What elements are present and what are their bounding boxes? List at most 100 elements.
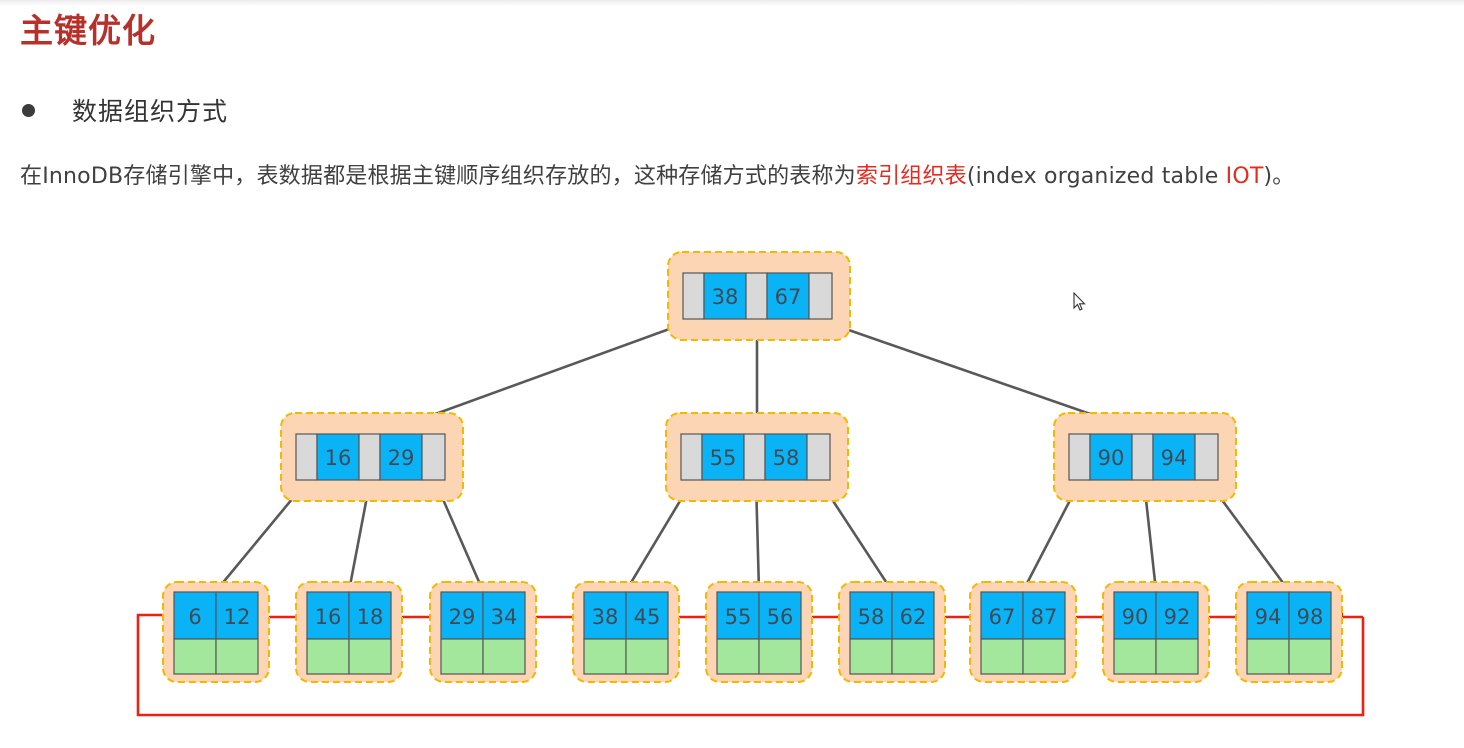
key-label: 87 (1031, 605, 1058, 629)
key-cell (758, 591, 802, 640)
row-data-cell (306, 638, 350, 675)
key-cell (1089, 433, 1133, 481)
row-data-cell (1288, 638, 1332, 675)
pointer-cell (743, 433, 766, 481)
key-label: 98 (1297, 605, 1324, 629)
row-data-cell (1246, 638, 1290, 675)
key-label: 55 (725, 605, 752, 629)
pointer-cell (808, 272, 833, 320)
leaf-node: 67 87 (969, 581, 1077, 683)
pointer-cell (1131, 433, 1154, 481)
description-highlight: 索引组织表 (855, 164, 967, 189)
pointer-cell (806, 433, 831, 481)
key-label: 6 (188, 605, 201, 629)
leaf-node: 38 45 (572, 581, 680, 683)
row-data-cell (440, 638, 484, 675)
bullet-item: 数据组织方式 (22, 92, 228, 128)
description: 在InnoDB存储引擎中，表数据都是根据主键顺序组织存放的，这种存储方式的表称为… (20, 158, 1294, 190)
bullet-text: 数据组织方式 (72, 97, 229, 126)
leaf-node: 6 12 (162, 581, 270, 683)
row-data-cell (849, 638, 893, 675)
row-data-cell (625, 638, 669, 675)
pointer-cell (745, 272, 768, 320)
row-data-cell (1155, 638, 1199, 675)
key-label: 56 (767, 605, 794, 629)
leaf-node: 55 56 (705, 581, 813, 683)
leaf-node: 58 62 (838, 581, 946, 683)
description-middle: (index organized table (966, 164, 1226, 189)
mouse-pointer-icon (1073, 292, 1086, 311)
row-data-cell (758, 638, 802, 675)
key-label: 58 (773, 446, 800, 470)
key-label: 45 (634, 605, 661, 629)
key-label: 67 (989, 605, 1016, 629)
key-label: 29 (449, 605, 476, 629)
row-data-cell (173, 638, 217, 675)
description-prefix: 在InnoDB存储引擎中，表数据都是根据主键顺序组织存放的，这种存储方式的表称为 (20, 164, 856, 189)
key-cell (1022, 591, 1066, 640)
key-cell (701, 433, 745, 481)
row-data-cell (1022, 638, 1066, 675)
root-node: 38 67 (667, 251, 851, 341)
row-data-cell (348, 638, 392, 675)
key-label: 90 (1098, 446, 1125, 470)
key-label: 58 (858, 605, 885, 629)
pointer-cell (1194, 433, 1219, 481)
key-cell (379, 433, 423, 481)
pointer-cell (358, 433, 381, 481)
key-label: 34 (491, 605, 518, 629)
leaf-node: 29 34 (429, 581, 537, 683)
key-label: 16 (325, 446, 352, 470)
key-label: 29 (388, 446, 415, 470)
key-label: 94 (1161, 446, 1188, 470)
description-suffix: )。 (1263, 164, 1295, 189)
row-data-cell (583, 638, 627, 675)
key-label: 12 (224, 605, 251, 629)
key-cell (348, 591, 392, 640)
key-cell (766, 272, 810, 320)
page-title: 主键优化 (20, 11, 156, 50)
bullet-dot-icon (22, 103, 35, 117)
row-data-cell (980, 638, 1024, 675)
row-data-cell (716, 638, 760, 675)
key-cell (625, 591, 669, 640)
key-cell (764, 433, 808, 481)
pointer-cell (680, 433, 703, 481)
internal-node: 90 94 (1053, 412, 1237, 502)
row-data-cell (891, 638, 935, 675)
key-cell (316, 433, 360, 481)
row-data-cell (215, 638, 259, 675)
key-cell (1113, 591, 1157, 640)
leaf-loop-arrow (136, 609, 1365, 717)
key-cell (173, 591, 217, 640)
key-cell (482, 591, 526, 640)
internal-node: 55 58 (665, 412, 849, 502)
key-cell (1152, 433, 1196, 481)
key-cell (583, 591, 627, 640)
leaf-node: 94 98 (1235, 581, 1343, 683)
pointer-cell (1068, 433, 1091, 481)
key-cell (703, 272, 747, 320)
key-cell (1155, 591, 1199, 640)
pointer-cell (682, 272, 705, 320)
key-label: 38 (592, 605, 619, 629)
key-cell (1288, 591, 1332, 640)
top-shade (0, 0, 1464, 6)
description-highlight-iot: IOT (1225, 164, 1264, 189)
key-label: 18 (357, 605, 384, 629)
key-label: 67 (775, 285, 802, 309)
key-label: 92 (1164, 605, 1191, 629)
row-data-cell (482, 638, 526, 675)
pointer-cell (295, 433, 318, 481)
key-label: 90 (1122, 605, 1149, 629)
key-label: 16 (315, 605, 342, 629)
key-label: 38 (712, 285, 739, 309)
key-label: 62 (900, 605, 927, 629)
leaf-node: 90 92 (1102, 581, 1210, 683)
key-label: 55 (710, 446, 737, 470)
key-label: 94 (1255, 605, 1282, 629)
